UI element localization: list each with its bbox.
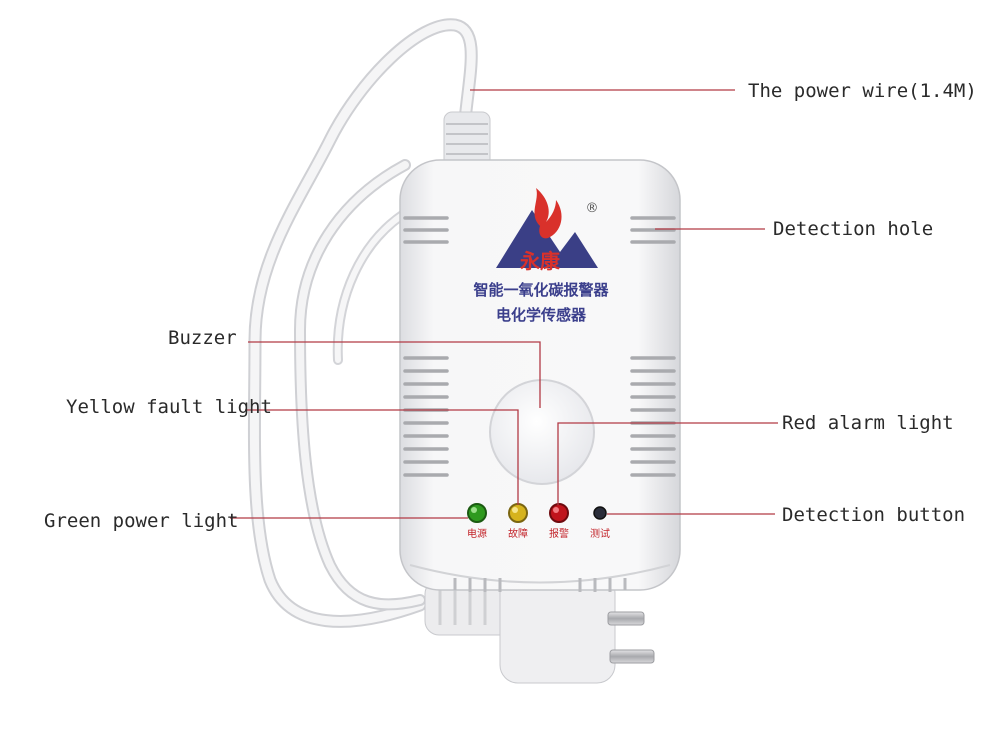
detection-button[interactable] [593, 506, 607, 520]
power-plug [424, 574, 655, 684]
detection-hole-right-upper [630, 216, 676, 244]
green-power-led [467, 503, 487, 523]
device-title: 智能一氧化碳报警器 [473, 281, 609, 299]
brand-name: 永康 [519, 249, 561, 273]
leader-red-alarm [557, 422, 778, 505]
led-label-power: 电源 [467, 527, 487, 540]
label-yellow-fault-light: Yellow fault light [66, 396, 272, 418]
device-subtitle: 电化学传感器 [496, 306, 587, 324]
buzzer[interactable] [489, 379, 595, 485]
label-red-alarm-light: Red alarm light [782, 412, 954, 434]
brand-logo: 永康 ® [496, 188, 599, 273]
yellow-fault-led [508, 503, 528, 523]
leader-lines [230, 89, 778, 519]
led-label-fault: 故障 [508, 527, 528, 540]
cord-strain-relief [443, 111, 491, 171]
led-label-test: 测试 [590, 527, 610, 540]
bottom-vents [453, 578, 627, 592]
red-alarm-led [549, 503, 569, 523]
registered-mark: ® [586, 201, 599, 216]
label-power-wire: The power wire(1.4M) [748, 80, 977, 102]
label-detection-button: Detection button [782, 504, 966, 526]
leader-buzzer [248, 341, 541, 408]
leader-yellow-fault [245, 409, 519, 505]
detection-hole-left-upper [403, 216, 449, 244]
power-cord [247, 18, 478, 628]
label-buzzer: Buzzer [168, 327, 237, 349]
label-green-power-light: Green power light [44, 510, 239, 532]
label-detection-hole: Detection hole [773, 218, 934, 240]
detection-hole-left-lower [403, 356, 449, 477]
led-label-alarm: 报警 [549, 527, 569, 540]
